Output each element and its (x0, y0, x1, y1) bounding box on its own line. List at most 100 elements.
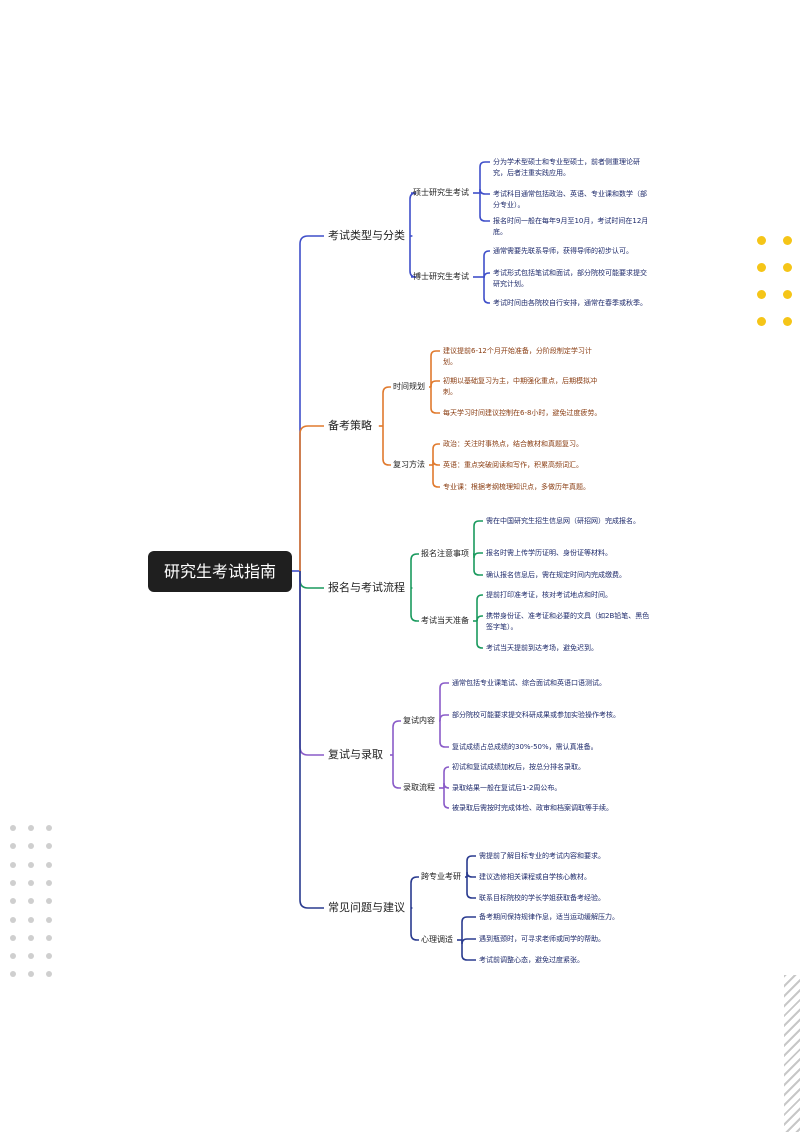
sub-connector (410, 908, 419, 941)
leaf-connector (473, 520, 483, 554)
leaf-text: 分为学术型硕士和专业型硕士，前者侧重理论研究，后者注重实践应用。 (493, 158, 640, 177)
dot (10, 861, 16, 868)
dot (46, 861, 52, 868)
leaf-connector (430, 380, 440, 387)
leaf-text: 被录取后需按时完成体检、政审和档案调取等手续。 (452, 804, 613, 812)
sub-connector (409, 192, 417, 236)
leaf-text: 每天学习时间建议控制在6-8小时，避免过度疲劳。 (443, 409, 602, 417)
leaf-connector (461, 916, 476, 940)
leaf-text: 考试时间由各院校自行安排，通常在春季或秋季。 (493, 299, 647, 307)
dot (28, 825, 34, 831)
sub-label[interactable]: 时间规划 (393, 382, 425, 391)
dot (783, 290, 792, 299)
leaf-connector (439, 682, 449, 721)
dot (46, 879, 52, 886)
leaf-connector (483, 272, 490, 279)
dot (46, 953, 52, 960)
dot (28, 934, 34, 941)
dot (28, 843, 34, 850)
dot (10, 825, 16, 831)
sub-label[interactable]: 录取流程 (403, 783, 435, 792)
leaf-connector (439, 714, 449, 721)
sub-connector (410, 553, 419, 588)
leaf-text: 部分院校可能要求提交科研成果或参加实验操作考核。 (452, 711, 620, 719)
dot (46, 898, 52, 905)
leaf-connector (476, 594, 483, 621)
dot (28, 861, 34, 868)
sub-label[interactable]: 报名注意事项 (421, 549, 469, 558)
dot (46, 971, 52, 978)
branch-label[interactable]: 复试与录取 (328, 748, 383, 761)
branch-label[interactable]: 考试类型与分类 (328, 229, 405, 242)
branch-label[interactable]: 常见问题与建议 (328, 901, 405, 914)
dot (28, 879, 34, 886)
leaf-text: 录取结果一般在复试后1-2周公布。 (452, 784, 562, 792)
sub-label[interactable]: 复试内容 (403, 716, 435, 725)
sub-connector (382, 386, 391, 426)
leaf-connector (473, 554, 483, 576)
sub-connector (392, 755, 401, 789)
branch-connector (299, 571, 324, 589)
dot (28, 953, 34, 960)
leaf-connector (430, 350, 440, 387)
leaf-connector (466, 855, 476, 877)
dot (783, 317, 792, 326)
leaf-text: 英语：重点突破阅读和写作，积累高频词汇。 (443, 461, 583, 469)
leaf-text: 初期以基础复习为主，中期强化重点，后期模拟冲刺。 (443, 377, 597, 396)
leaf-connector (483, 250, 490, 277)
leaf-text: 需在中国研究生招生信息网（研招网）完成报名。 (486, 517, 640, 525)
dot (46, 825, 52, 831)
leaf-text: 通常需要先联系导师，获得导师的初步认可。 (493, 247, 633, 255)
leaf-text: 考试科目通常包括政治、英语、专业课和数学（部分专业）。 (493, 190, 647, 209)
leaf-connector (466, 871, 476, 878)
leaf-text: 考试前调整心态，避免过度紧张。 (479, 956, 584, 964)
branch-connector (299, 571, 324, 756)
leaf-connector (479, 193, 490, 222)
dot (757, 290, 766, 299)
leaf-text: 携带身份证、准考证和必要的文具（如2B铅笔、黑色签字笔）。 (486, 612, 650, 631)
sub-label[interactable]: 心理调适 (421, 935, 453, 944)
dot (28, 898, 34, 905)
dot (783, 263, 792, 272)
leaf-connector (430, 387, 440, 414)
leaf-connector (473, 552, 483, 559)
leaf-connector (432, 459, 440, 466)
dot (10, 879, 16, 886)
branch-label[interactable]: 报名与考试流程 (328, 581, 405, 594)
dot (46, 916, 52, 923)
leaf-connector (476, 621, 483, 649)
sub-label[interactable]: 跨专业考研 (421, 872, 461, 881)
branch-connector (299, 235, 324, 571)
leaf-connector (439, 721, 449, 748)
sub-label[interactable]: 复习方法 (393, 460, 425, 469)
dot (46, 934, 52, 941)
sub-label[interactable]: 博士研究生考试 (413, 272, 469, 281)
leaf-text: 复试成绩占总成绩的30%-50%，需认真准备。 (452, 743, 598, 751)
dot (10, 898, 16, 905)
leaf-connector (432, 443, 440, 465)
sub-connector (409, 236, 417, 278)
leaf-text: 政治：关注时事热点，结合教材和真题复习。 (443, 440, 583, 448)
leaf-text: 通常包括专业课笔试、综合面试和英语口语测试。 (452, 679, 606, 687)
sub-connector (392, 720, 401, 755)
dot (10, 843, 16, 850)
dot (10, 953, 16, 960)
leaf-text: 报名时需上传学历证明、身份证等材料。 (486, 549, 612, 557)
sub-label[interactable]: 考试当天准备 (421, 616, 469, 625)
leaf-text: 建议提前6-12个月开始准备，分阶段制定学习计划。 (443, 347, 592, 366)
leaf-text: 备考期间保持规律作息，适当运动缓解压力。 (479, 913, 619, 921)
dot (783, 236, 792, 245)
dot (28, 971, 34, 978)
root-node[interactable]: 研究生考试指南 (148, 551, 292, 592)
dot (757, 317, 766, 326)
dot (10, 971, 16, 978)
sub-label[interactable]: 硕士研究生考试 (413, 188, 469, 197)
leaf-text: 需提前了解目标专业的考试内容和要求。 (479, 852, 605, 860)
dot (46, 843, 52, 850)
sub-connector (382, 426, 391, 466)
leaf-connector (466, 877, 476, 899)
leaf-connector (479, 161, 490, 193)
sub-connector (410, 588, 419, 622)
branch-label[interactable]: 备考策略 (328, 419, 372, 432)
